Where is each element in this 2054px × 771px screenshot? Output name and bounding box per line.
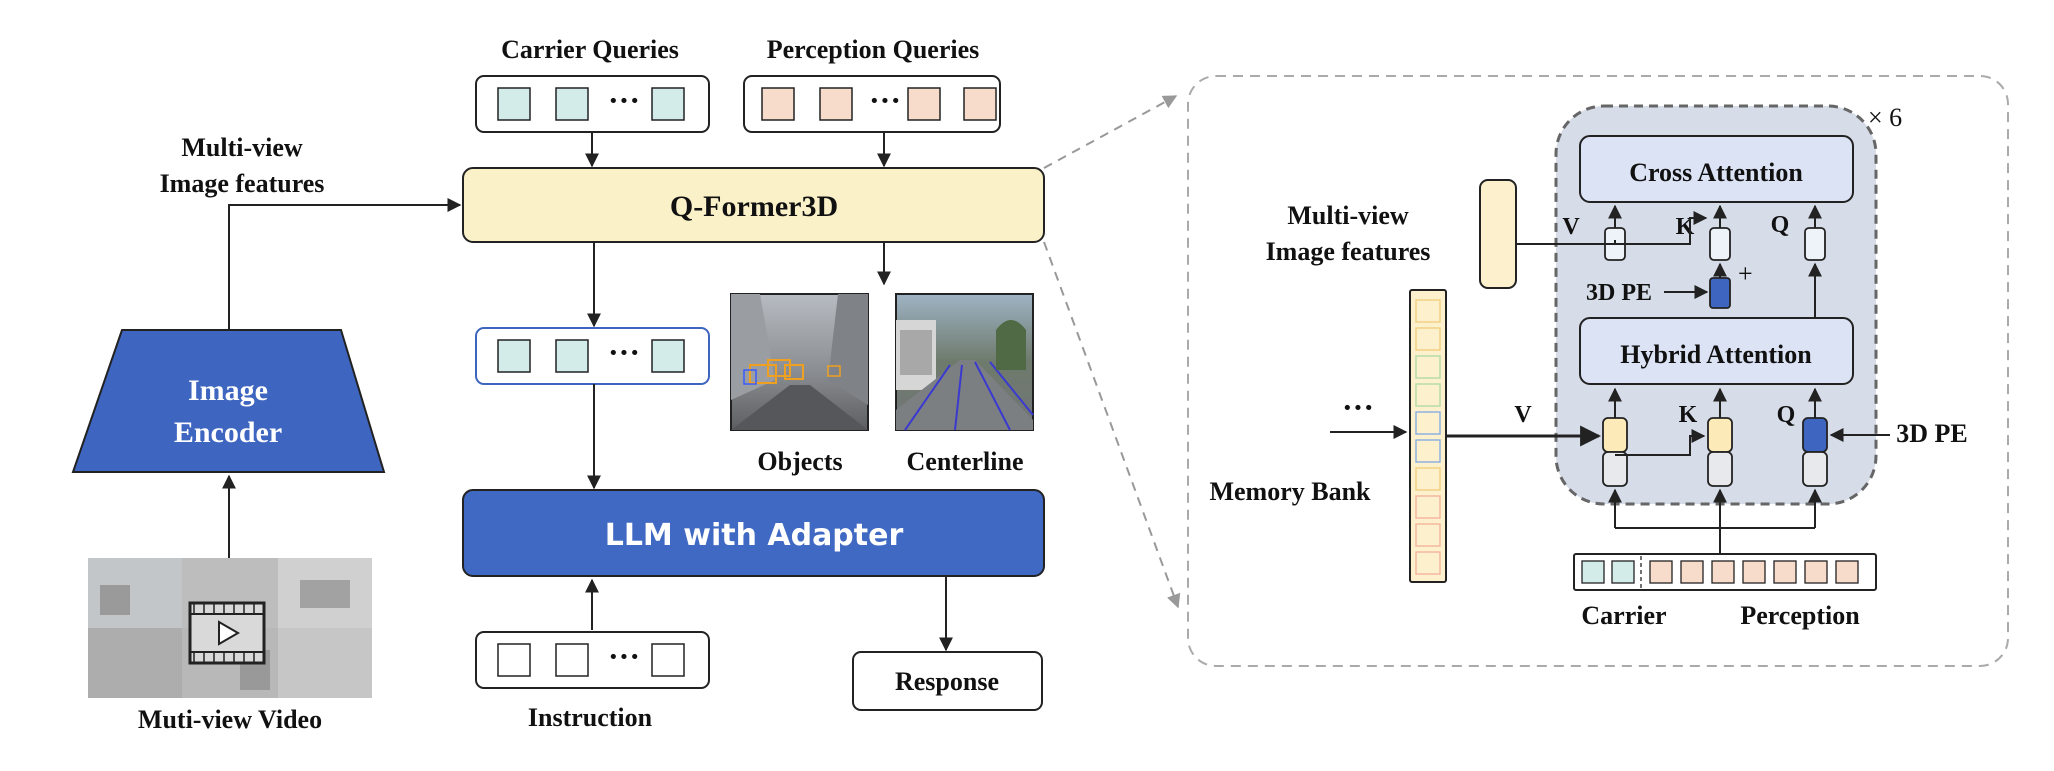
right-multiview-features-line1: Multi-view	[1287, 201, 1409, 230]
hybrid-k-memory-token	[1707, 417, 1733, 453]
centerline-label: Centerline	[907, 447, 1024, 476]
perception-query-token	[907, 87, 941, 121]
arrow-memory-to-hybrid-k	[1615, 429, 1706, 456]
cross-pe-label: 3D PE	[1586, 280, 1652, 306]
right-multiview-features-line2: Image features	[1266, 237, 1431, 266]
hybrid-attention-label: Hybrid Attention	[1620, 340, 1812, 369]
output-carrier-token	[555, 339, 589, 373]
memory-bank-ellipsis: ···	[1342, 389, 1374, 425]
response-box	[852, 651, 1043, 711]
cross-k-token	[1709, 227, 1731, 261]
instruction-box	[475, 631, 710, 689]
hybrid-q-label: Q	[1777, 402, 1796, 428]
image-encoder-line1: Image	[188, 374, 268, 407]
objects-label: Objects	[757, 447, 842, 476]
cross-q-token	[1804, 227, 1826, 261]
perception-query-token	[761, 87, 795, 121]
objects-image	[730, 293, 869, 431]
queries-bar-carrier-token	[1611, 560, 1635, 584]
queries-bar-perception-token	[1773, 560, 1797, 584]
hybrid-v-memory-token	[1602, 417, 1628, 453]
memory-bank	[1409, 289, 1447, 583]
arrow-features-to-cross-k	[1615, 211, 1708, 245]
memory-bank-label: Memory Bank	[1209, 477, 1371, 506]
cross-q-label: Q	[1771, 212, 1790, 238]
cross-pe-token	[1709, 277, 1731, 309]
output-carrier-token	[497, 339, 531, 373]
perception-label: Perception	[1740, 601, 1860, 630]
video-play-icon	[188, 601, 266, 665]
carrier-label: Carrier	[1581, 601, 1666, 630]
carrier-query-token	[651, 87, 685, 121]
zoom-line-bottom	[1043, 241, 1181, 609]
carrier-query-token	[497, 87, 531, 121]
centerline-image	[895, 293, 1034, 431]
queries-bar-perception-token	[1711, 560, 1735, 584]
llm-adapter-block	[462, 489, 1045, 577]
cross-attention-block	[1579, 135, 1854, 203]
image-encoder-block	[71, 329, 386, 473]
carrier-query-ellipsis: ···	[608, 82, 640, 118]
queries-bar-perception-token	[1649, 560, 1673, 584]
qformer3d-block	[462, 167, 1045, 243]
layer-repeat-label: × 6	[1868, 103, 1902, 132]
carrier-query-token	[555, 87, 589, 121]
perception-query-token	[819, 87, 853, 121]
output-carrier-tokens-box	[475, 327, 710, 385]
perception-query-token	[963, 87, 997, 121]
instruction-token	[651, 643, 685, 677]
right-image-features-bar	[1479, 179, 1517, 289]
perception-queries-label: Perception Queries	[767, 35, 980, 64]
instruction-token	[555, 643, 589, 677]
multiview-features-line1: Multi-view	[181, 133, 303, 162]
hybrid-k-label: K	[1679, 402, 1698, 428]
multiview-video-thumbnail	[88, 558, 372, 698]
response-label: Response	[895, 667, 999, 696]
hybrid-k-query-token	[1707, 451, 1733, 487]
hybrid-attention-block	[1579, 317, 1854, 385]
video-label: Muti-view Video	[138, 705, 322, 734]
qformer3d-label: Q-Former3D	[670, 190, 838, 223]
queries-bar-perception-token	[1804, 560, 1828, 584]
hybrid-pe-label: 3D PE	[1896, 419, 1968, 448]
hybrid-q-query-token	[1802, 451, 1828, 487]
cross-pe-plus: +	[1738, 259, 1753, 288]
zoom-line-top	[1043, 95, 1178, 169]
multiview-features-line2: Image features	[160, 169, 325, 198]
instruction-label: Instruction	[528, 703, 653, 732]
hybrid-v-query-token	[1602, 451, 1628, 487]
queries-bar-perception-token	[1742, 560, 1766, 584]
perception-query-ellipsis: ···	[869, 82, 901, 118]
detail-panel	[1187, 75, 2009, 667]
output-carrier-token	[651, 339, 685, 373]
queries-bar-carrier-token	[1581, 560, 1605, 584]
carrier-queries-label: Carrier Queries	[501, 35, 679, 64]
image-encoder-line2: Encoder	[174, 416, 282, 449]
arrow-encoder-to-qformer	[228, 198, 462, 330]
instruction-ellipsis: ···	[608, 638, 640, 674]
hybrid-v-label: V	[1514, 402, 1532, 428]
hybrid-q-pe-token	[1802, 417, 1828, 453]
cross-attention-label: Cross Attention	[1629, 158, 1803, 187]
queries-bar-perception-token	[1835, 560, 1859, 584]
instruction-token	[497, 643, 531, 677]
cross-v-label: V	[1562, 214, 1580, 240]
output-carrier-ellipsis: ···	[608, 334, 640, 370]
llm-adapter-label: LLM with Adapter	[605, 518, 904, 553]
queries-bar-perception-token	[1680, 560, 1704, 584]
